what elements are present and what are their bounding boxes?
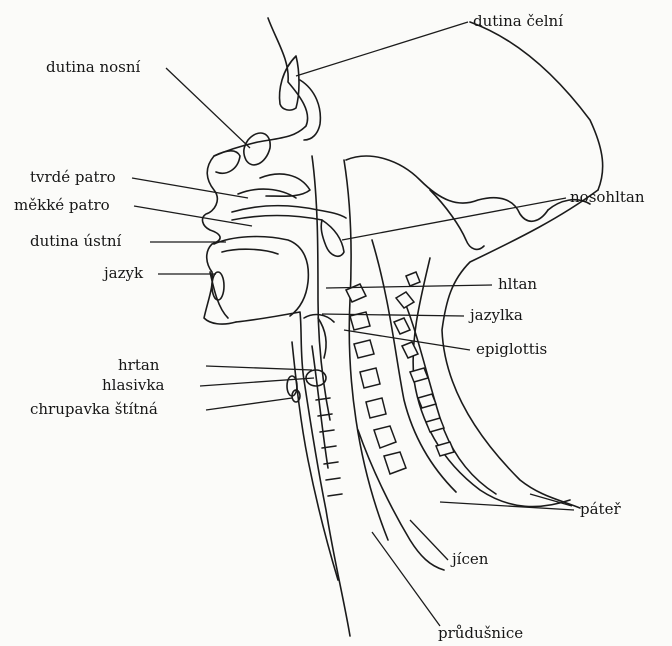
label-hltan: hltan	[498, 277, 537, 292]
label-jicen: jícen	[452, 552, 488, 567]
label-tvrde-patro: tvrdé patro	[30, 170, 116, 185]
label-prudusnice: průdušnice	[438, 626, 523, 641]
label-mekke-patro: měkké patro	[14, 198, 110, 213]
label-pater: páteř	[580, 502, 621, 517]
label-epiglottis: epiglottis	[476, 342, 547, 357]
label-hlasivka: hlasivka	[102, 378, 164, 393]
label-dutina-ustni: dutina ústní	[30, 234, 121, 249]
label-hrtan: hrtan	[118, 358, 159, 373]
label-dutina-celni: dutina čelní	[473, 14, 563, 29]
label-dutina-nosni: dutina nosní	[46, 60, 140, 75]
label-nosohltan: nosohltan	[570, 190, 645, 205]
label-jazylka: jazylka	[470, 308, 523, 323]
label-chrupavka-stitna: chrupavka štítná	[30, 402, 158, 417]
label-jazyk: jazyk	[104, 266, 143, 281]
